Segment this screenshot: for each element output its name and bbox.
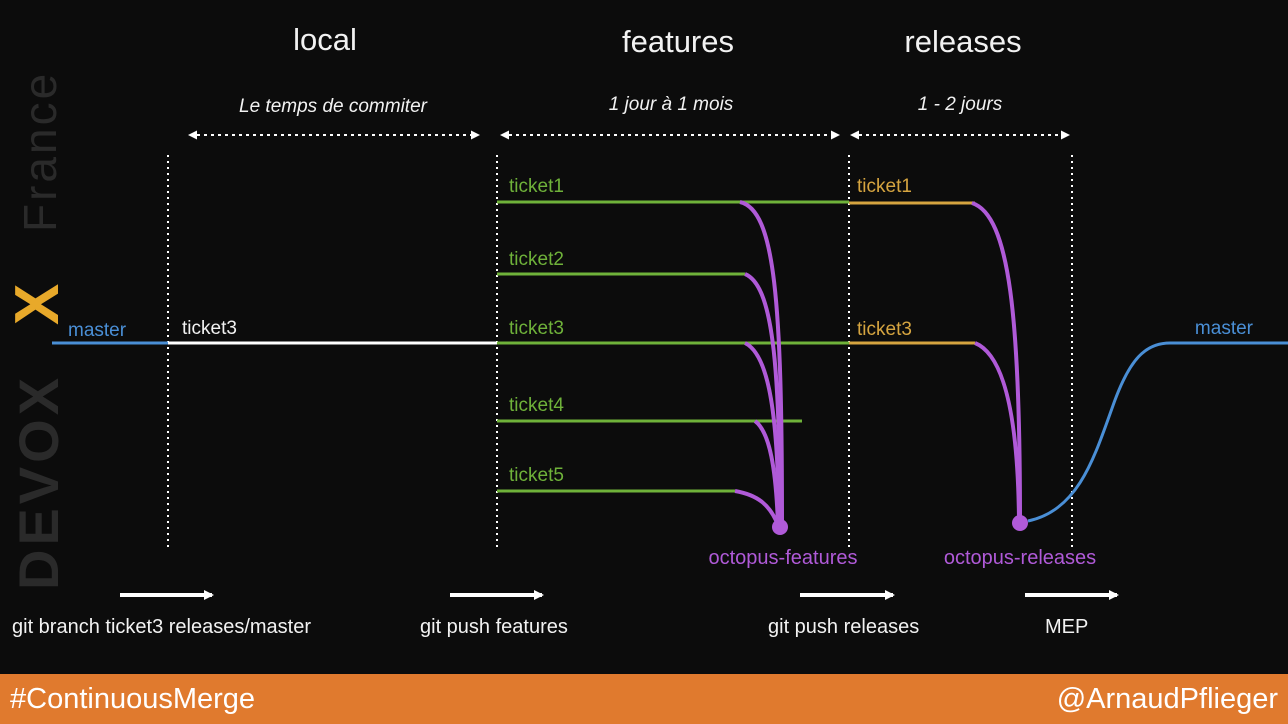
feature-label-ticket1: ticket1 [509,176,564,197]
duration-features: 1 jour à 1 mois [609,94,734,115]
duration-releases: 1 - 2 jours [918,94,1003,115]
release-branches: ticket1 ticket3 [849,176,975,345]
command-git-branch: git branch ticket3 releases/master [12,616,311,638]
footer-hashtag: #ContinuousMerge [10,683,256,715]
release-label-ticket3: ticket3 [857,319,912,340]
header-releases: releases [904,24,1021,59]
master-right-label: master [1195,318,1254,339]
footer-handle: @ArnaudPflieger [1056,683,1278,715]
command-git-push-features: git push features [420,616,568,638]
header-features: features [622,24,734,59]
octopus-releases-merge [971,201,1022,521]
master-branch-right [1027,341,1288,523]
feature-branches: ticket1 ticket2 ticket3 ticket4 ticket5 [497,176,849,493]
octopus-releases-node [1012,515,1028,531]
octopus-features-merge [734,200,784,526]
brand-x: X [3,284,72,325]
command-git-push-releases: git push releases [768,616,919,638]
feature-label-ticket5: ticket5 [509,465,564,486]
brand-france: France [14,71,66,232]
release-label-ticket1: ticket1 [857,176,912,197]
brand-devox: DEVOX [7,374,70,590]
command-mep: MEP [1045,616,1088,638]
feature-label-ticket3: ticket3 [509,318,564,339]
footer-bar: #ContinuousMerge @ArnaudPflieger [0,674,1288,724]
feature-label-ticket2: ticket2 [509,249,564,270]
feature-label-ticket4: ticket4 [509,395,564,416]
master-left-label: master [68,320,127,341]
duration-local: Le temps de commiter [239,96,428,117]
octopus-features-node [772,519,788,535]
devoxx-brand: DEVOX X France [3,71,72,590]
header-local: local [293,22,357,57]
ticket3-local-label: ticket3 [182,318,237,339]
octopus-features-label: octopus-features [709,547,858,569]
octopus-releases-label: octopus-releases [944,547,1096,569]
